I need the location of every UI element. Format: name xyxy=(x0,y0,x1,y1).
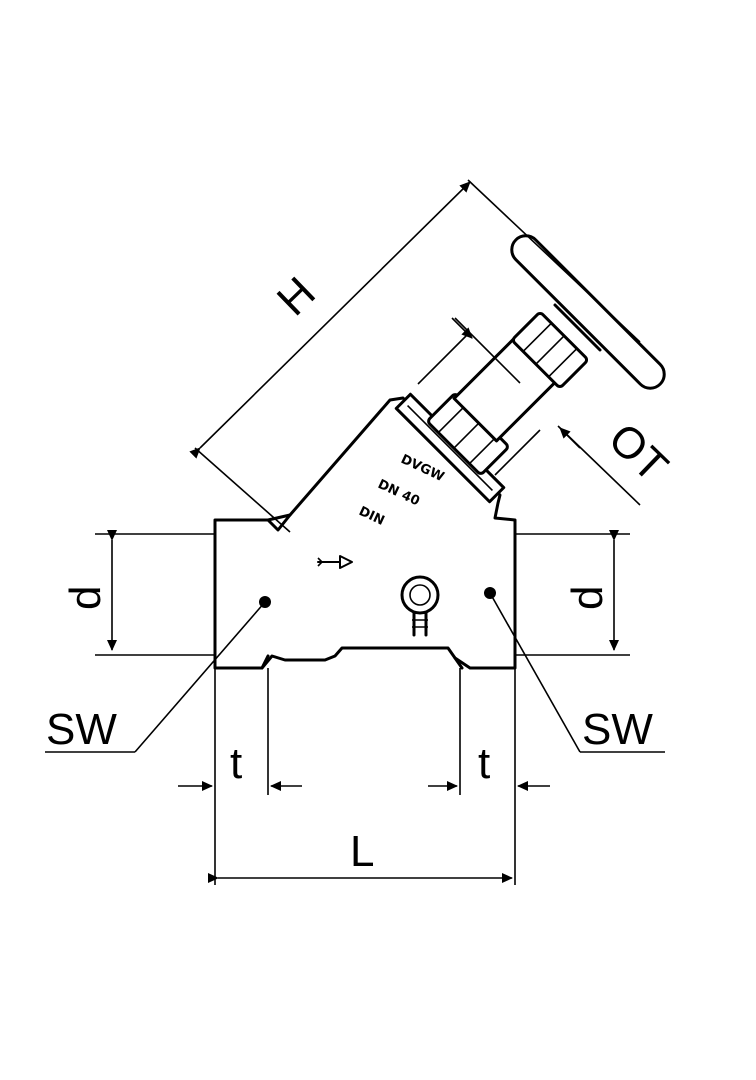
valve-body xyxy=(213,396,517,670)
label-ot: OT xyxy=(599,414,677,492)
dimension-d-right: d xyxy=(515,530,630,656)
stem-hex-nut xyxy=(511,311,589,389)
dimension-d-left: d xyxy=(61,530,215,656)
label-sw-right: SW xyxy=(582,705,653,754)
label-sw-left: SW xyxy=(46,705,117,754)
label-t-right: t xyxy=(478,739,490,788)
label-d-left: d xyxy=(61,586,110,610)
test-port xyxy=(400,575,440,637)
sw-leader-left: SW xyxy=(45,601,266,754)
dimension-t-right: t xyxy=(428,668,550,795)
dimension-t-left: t xyxy=(178,668,302,795)
flow-arrow-icon xyxy=(317,555,353,569)
label-d-right: d xyxy=(563,586,612,610)
dimension-l: L xyxy=(208,668,516,885)
label-t-left: t xyxy=(230,739,242,788)
label-l: L xyxy=(350,827,374,876)
label-h: H xyxy=(268,268,325,325)
sw-leader-right: SW xyxy=(489,592,665,754)
